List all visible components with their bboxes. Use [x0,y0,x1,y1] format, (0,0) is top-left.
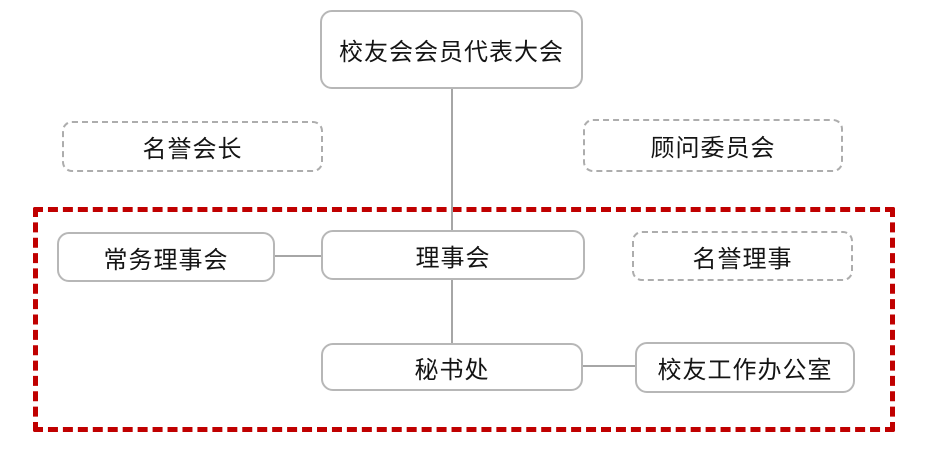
node-honorary-president: 名誉会长 [62,121,323,172]
node-secretariat: 秘书处 [321,343,583,391]
highlight-region-border [33,207,895,432]
node-council: 理事会 [321,230,585,280]
node-council-label: 理事会 [415,243,491,272]
node-alumni-office: 校友工作办公室 [635,342,855,393]
node-standing-council: 常务理事会 [57,232,275,282]
connector-council-secretariat [451,280,453,343]
node-secretariat-label: 秘书处 [414,355,490,384]
node-alumni-office-label: 校友工作办公室 [657,356,833,384]
node-assembly-label: 校友会会员代表大会 [339,38,564,66]
connector-assembly-council [451,89,453,230]
node-standing-council-label: 常务理事会 [103,245,229,274]
node-honorary-director-label: 名誉理事 [692,244,793,273]
node-honorary-president-label: 名誉会长 [142,135,243,163]
connector-secretariat-alumni-office [583,365,635,367]
connector-standing-council-council [275,255,321,257]
node-advisory-committee: 顾问委员会 [583,119,843,172]
node-honorary-director: 名誉理事 [632,231,853,281]
node-advisory-committee-label: 顾问委员会 [650,134,776,162]
node-assembly: 校友会会员代表大会 [320,10,583,89]
